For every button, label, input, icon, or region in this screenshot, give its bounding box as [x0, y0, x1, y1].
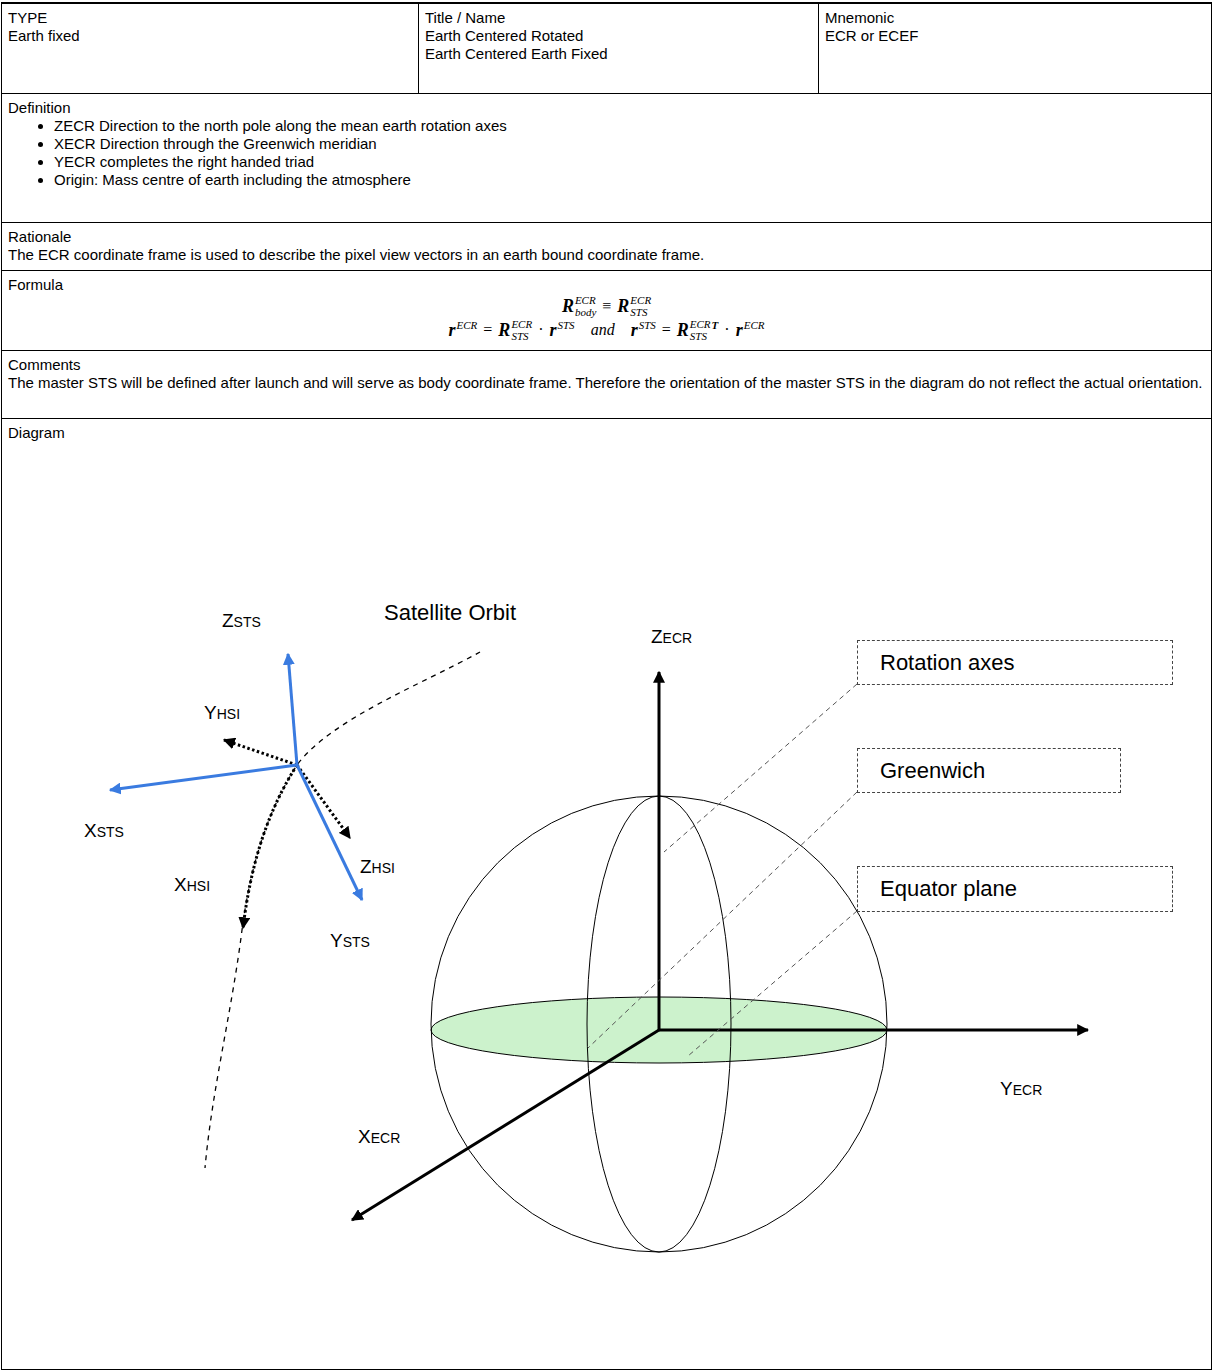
axis-label: YHSI: [204, 702, 240, 724]
formula-line: rECR=RECRSTS·rSTSandrSTS=RECRSTST·rECR: [8, 318, 1205, 342]
cell-heading: TYPE: [8, 9, 412, 27]
superscript: ECR: [457, 319, 478, 331]
cell-text: The ECR coordinate frame is used to desc…: [8, 246, 1205, 264]
subscript: body: [575, 306, 596, 318]
superscript: ECR: [511, 318, 532, 330]
formula-symbol: R: [562, 296, 574, 317]
table-cell: DefinitionZECR Direction to the north po…: [1, 93, 1212, 223]
formula-operator: ≡: [602, 297, 611, 315]
formula-symbol: r: [736, 320, 743, 341]
axis-label: XHSI: [174, 874, 210, 896]
superscript: ECR: [744, 319, 765, 331]
table-cell: Title / NameEarth Centered RotatedEarth …: [418, 2, 819, 94]
axis-label: ZSTS: [222, 610, 261, 632]
cell-heading: Formula: [8, 276, 1205, 294]
formula-symbol: r: [631, 320, 638, 341]
cell-text: The master STS will be defined after lau…: [8, 374, 1205, 392]
callout-text: Equator plane: [880, 876, 1017, 902]
transpose-mark: T: [712, 319, 719, 331]
satellite-orbit: [205, 652, 480, 1168]
superscript: ECR: [575, 294, 596, 306]
table-cell: FormulaRECRbody≡RECRSTSrECR=RECRSTS·rSTS…: [1, 270, 1212, 351]
formula-operator: =: [662, 321, 671, 339]
callout-box: Rotation axes: [857, 640, 1173, 685]
definition-item: ZECR Direction to the north pole along t…: [54, 117, 1205, 135]
callout-text: Rotation axes: [880, 650, 1015, 676]
cell-heading: Definition: [8, 99, 1205, 117]
formula-operator: ·: [538, 321, 543, 339]
cell-heading: Comments: [8, 356, 1205, 374]
orbit-label: Satellite Orbit: [384, 600, 516, 626]
table-cell: CommentsThe master STS will be defined a…: [1, 350, 1212, 419]
formula-symbol: r: [549, 320, 556, 341]
bullet-list: ZECR Direction to the north pole along t…: [8, 117, 1205, 189]
cell-text: Earth fixed: [8, 27, 412, 45]
axis-label: ZHSI: [360, 856, 395, 878]
index-stack: ECRSTS: [630, 294, 651, 318]
formula-symbol: R: [677, 320, 689, 341]
ecr-axes: [352, 672, 1088, 1220]
formula-line: RECRbody≡RECRSTS: [8, 294, 1205, 318]
cell-heading: Diagram: [8, 424, 1205, 442]
leader-lines: [588, 684, 857, 1056]
formula-symbol: R: [498, 320, 510, 341]
definition-item: XECR Direction through the Greenwich mer…: [54, 135, 1205, 153]
axis-label: YSTS: [330, 930, 370, 952]
formula-symbol: R: [617, 296, 629, 317]
superscript: STS: [558, 319, 575, 331]
formula-symbol: r: [449, 320, 456, 341]
cell-text: ECR or ECEF: [825, 27, 1205, 45]
axis-label: YECR: [1000, 1078, 1042, 1100]
formula-word: and: [591, 321, 615, 339]
axis-label: XECR: [358, 1126, 400, 1148]
cell-heading: Title / Name: [425, 9, 812, 27]
subscript: STS: [511, 330, 532, 342]
cell-text: Earth Centered Earth Fixed: [425, 45, 812, 63]
table-cell: MnemonicECR or ECEF: [818, 2, 1212, 94]
definition-item: YECR completes the right handed triad: [54, 153, 1205, 171]
cell-heading: Rationale: [8, 228, 1205, 246]
subscript: STS: [690, 330, 711, 342]
axis-label: XSTS: [84, 820, 124, 842]
formula-operator: ·: [724, 321, 729, 339]
definition-item: Origin: Mass centre of earth including t…: [54, 171, 1205, 189]
superscript: STS: [639, 319, 656, 331]
index-stack: ECRSTS: [511, 318, 532, 342]
superscript: ECR: [690, 318, 711, 330]
index-stack: ECRSTS: [690, 318, 711, 342]
index-stack: ECRbody: [575, 294, 596, 318]
subscript: STS: [630, 306, 651, 318]
cell-heading: Mnemonic: [825, 9, 1205, 27]
formula-operator: =: [483, 321, 492, 339]
callout-box: Greenwich: [857, 748, 1121, 793]
table-cell: TYPEEarth fixed: [1, 2, 419, 94]
sts-axes: [110, 654, 362, 900]
cell-text: Earth Centered Rotated: [425, 27, 812, 45]
callout-text: Greenwich: [880, 758, 985, 784]
callout-box: Equator plane: [857, 866, 1173, 912]
axis-label: ZECR: [651, 626, 692, 648]
superscript: ECR: [630, 294, 651, 306]
table-cell: RationaleThe ECR coordinate frame is use…: [1, 222, 1212, 271]
